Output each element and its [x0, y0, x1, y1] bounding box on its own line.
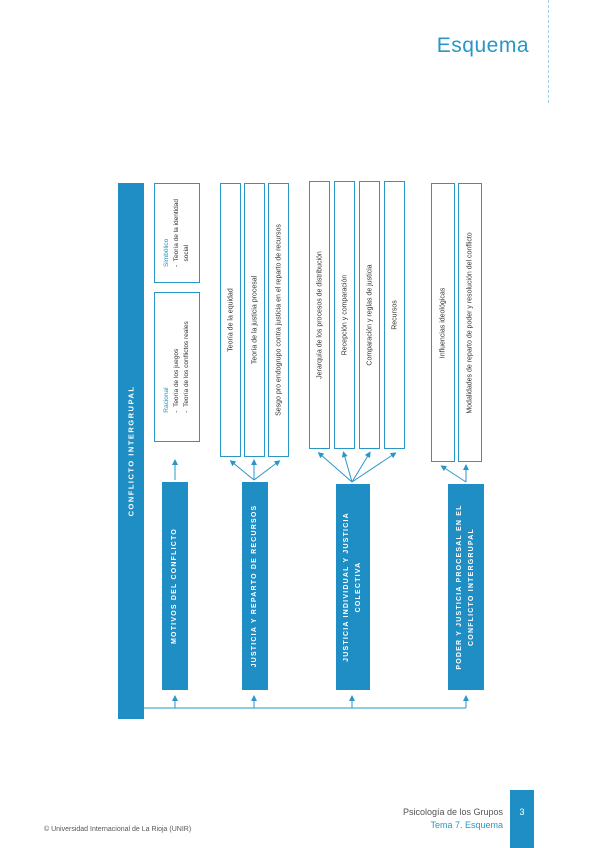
simbolico-content: Simbólico - Teoría de la identidad socia…: [162, 199, 192, 267]
leaf-influencias: Influencias ideológicas: [431, 183, 455, 462]
copyright: © Universidad Internacional de La Rioja …: [44, 826, 192, 833]
motivos-simbolico-box: Simbólico - Teoría de la identidad socia…: [154, 183, 200, 283]
leaf-justicia-procesal: Teoría de la justicia procesal: [244, 183, 265, 457]
topic-motivos: MOTIVOS DEL CONFLICTO: [162, 482, 188, 690]
leaf-comparacion: Comparación y reglas de justicia: [359, 181, 380, 449]
simbolico-item: - Teoría de la identidad: [173, 199, 180, 267]
leaf-recepcion: Recepción y comparación: [334, 181, 355, 449]
topic-justicia-individual: JUSTICIA INDIVIDUAL Y JUSTICIA COLECTIVA: [336, 484, 370, 690]
topic-label: PODER Y JUSTICIA PROCESAL EN EL CONFLICT…: [456, 504, 475, 670]
page-title: Esquema: [436, 34, 529, 57]
leaf-label: Teoría de la justicia procesal: [251, 275, 258, 365]
leaf-label: Jerarquía de los procesos de distribució…: [316, 251, 323, 379]
topic-poder: PODER Y JUSTICIA PROCESAL EN EL CONFLICT…: [448, 484, 484, 690]
simbolico-title: Simbólico: [163, 238, 170, 267]
topic-label: MOTIVOS DEL CONFLICTO: [171, 528, 178, 644]
leaf-modalidades: Modalidades de reparto de poder y resolu…: [458, 183, 482, 462]
simbolico-item: social: [183, 244, 190, 262]
page-number: 3: [510, 790, 534, 848]
topic-label: JUSTICIA Y REPARTO DE RECURSOS: [251, 504, 258, 668]
footer-course-info: Psicología de los Grupos Tema 7. Esquema: [403, 806, 503, 832]
leaf-label: Recursos: [391, 300, 398, 330]
header-divider: [548, 0, 549, 103]
leaf-label: Comparación y reglas de justicia: [366, 264, 373, 366]
topic-label: JUSTICIA INDIVIDUAL Y JUSTICIA COLECTIVA: [343, 512, 362, 662]
leaf-label: Recepción y comparación: [341, 274, 348, 356]
leaf-sesgo-endogrupo: Sesgo pro endogrupo contra justicia en e…: [268, 183, 289, 457]
leaf-label: Modalidades de reparto de poder y resolu…: [466, 231, 474, 414]
leaf-jerarquia: Jerarquía de los procesos de distribució…: [309, 181, 330, 449]
motivos-racional-box: Racional - Teoría de los juegos - Teoría…: [154, 292, 200, 442]
main-concept-label: CONFLICTO INTERGRUPAL: [126, 385, 136, 517]
topic-name: Tema 7. Esquema: [430, 820, 503, 830]
leaf-teoria-equidad: Teoría de la equidad: [220, 183, 241, 457]
racional-item: - Teoría de los juegos: [173, 348, 180, 413]
racional-title: Racional: [163, 387, 170, 413]
leaf-label: Teoría de la equidad: [227, 288, 234, 352]
leaf-label: Sesgo pro endogrupo contra justicia en e…: [275, 224, 282, 416]
racional-content: Racional - Teoría de los juegos - Teoría…: [162, 321, 192, 412]
topic-justicia-reparto: JUSTICIA Y REPARTO DE RECURSOS: [242, 482, 268, 690]
course-name: Psicología de los Grupos: [402, 807, 503, 817]
leaf-recursos: Recursos: [384, 181, 405, 449]
racional-item: - Teoría de los conflictos reales: [183, 321, 190, 413]
leaf-label: Influencias ideológicas: [439, 287, 447, 358]
main-concept-bar: CONFLICTO INTERGRUPAL: [118, 183, 144, 719]
